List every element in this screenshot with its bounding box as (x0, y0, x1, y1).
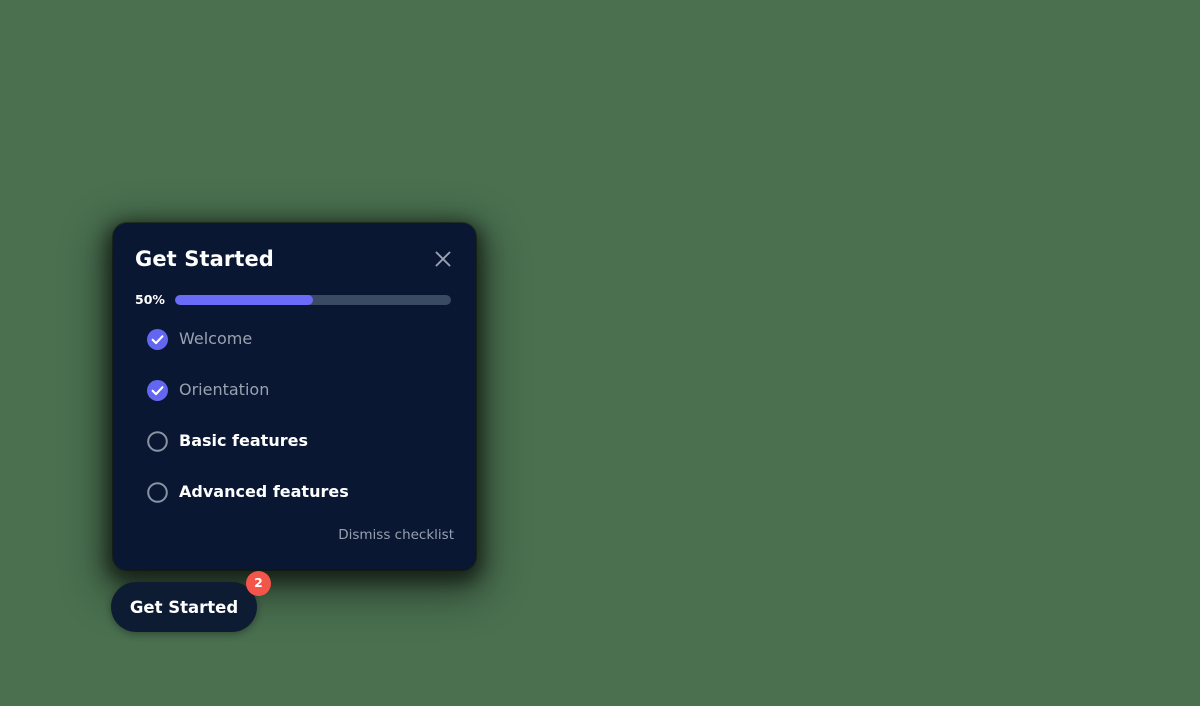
get-started-launcher-button[interactable]: Get Started (111, 582, 257, 632)
check-circle-filled-icon (146, 328, 168, 350)
progress-bar-track (175, 295, 451, 305)
checklist-card: Get Started 50% (113, 223, 476, 570)
launcher-wrap: Get Started 2 (111, 571, 271, 632)
circle-outline-icon (146, 430, 168, 452)
page-title: Get Started (135, 246, 274, 271)
checklist-item-welcome[interactable]: Welcome (135, 325, 454, 353)
progress-bar-fill (175, 295, 313, 305)
checklist-items: Welcome Orientation Basic features (135, 325, 454, 506)
dismiss-row: Dismiss checklist (135, 527, 454, 543)
progress-percent-label: 50% (135, 291, 165, 307)
launcher-button-label: Get Started (129, 597, 239, 617)
check-circle-filled-icon (146, 379, 168, 401)
checklist-item-label: Orientation (179, 380, 270, 399)
checklist-item-orientation[interactable]: Orientation (135, 376, 454, 404)
dismiss-checklist-link[interactable]: Dismiss checklist (338, 527, 454, 543)
get-started-widget: Get Started 50% (111, 223, 476, 632)
circle-outline-icon (146, 481, 168, 503)
checklist-item-label: Welcome (179, 329, 253, 348)
close-button[interactable] (430, 246, 456, 272)
checklist-item-basic-features[interactable]: Basic features (135, 427, 454, 455)
checklist-item-label: Advanced features (179, 482, 349, 501)
checklist-item-label: Basic features (179, 431, 308, 450)
checklist-header: Get Started (135, 241, 454, 277)
checklist-item-advanced-features[interactable]: Advanced features (135, 478, 454, 506)
progress-row: 50% (135, 292, 454, 308)
notification-badge: 2 (246, 571, 271, 596)
close-icon (434, 250, 452, 268)
